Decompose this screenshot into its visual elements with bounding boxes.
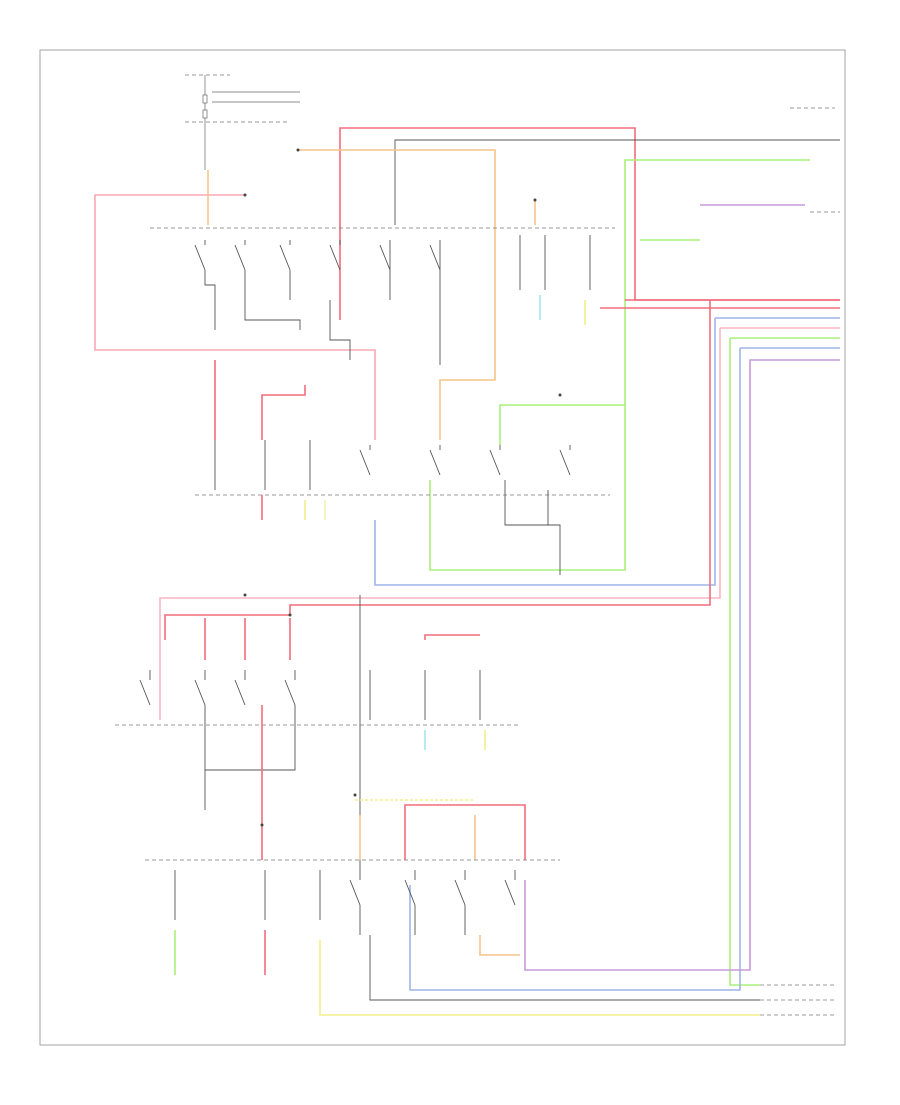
top-right-connector: [790, 107, 840, 213]
wire-purple-bottom: [524, 359, 840, 971]
power-source-block: [185, 74, 300, 170]
bottom-relay-group: [174, 870, 760, 1001]
wire-red-lower-2: [204, 618, 291, 660]
wire-upper-drops: [214, 300, 351, 360]
middle-relay-group: [214, 440, 571, 575]
right-wire-bus: [159, 299, 840, 991]
wire-orange-bottom: [359, 815, 476, 860]
wire-red-lower-top: [164, 300, 711, 640]
wire-black-upper: [394, 139, 840, 225]
wire-green-middle-loop: [429, 404, 626, 571]
wire-orange-upper: [298, 149, 496, 440]
wire-pink-middle: [261, 385, 306, 440]
wire-red-bottom-box: [404, 804, 526, 860]
wire-green-right: [624, 159, 810, 405]
wire-bottom-yellow-long: [319, 940, 760, 1016]
wire-red-lower-right: [424, 634, 480, 640]
wire-bottom-orange-right: [479, 935, 520, 956]
diagram-border: [39, 49, 846, 1046]
wire-red-top-loop: [339, 127, 840, 320]
wire-pink-left-loop: [94, 194, 376, 440]
splice-dots: [243, 148, 562, 827]
upper-relay-group: [194, 235, 591, 365]
bottom-right-connector: [760, 984, 835, 1016]
lower-relay-group: [139, 670, 481, 810]
